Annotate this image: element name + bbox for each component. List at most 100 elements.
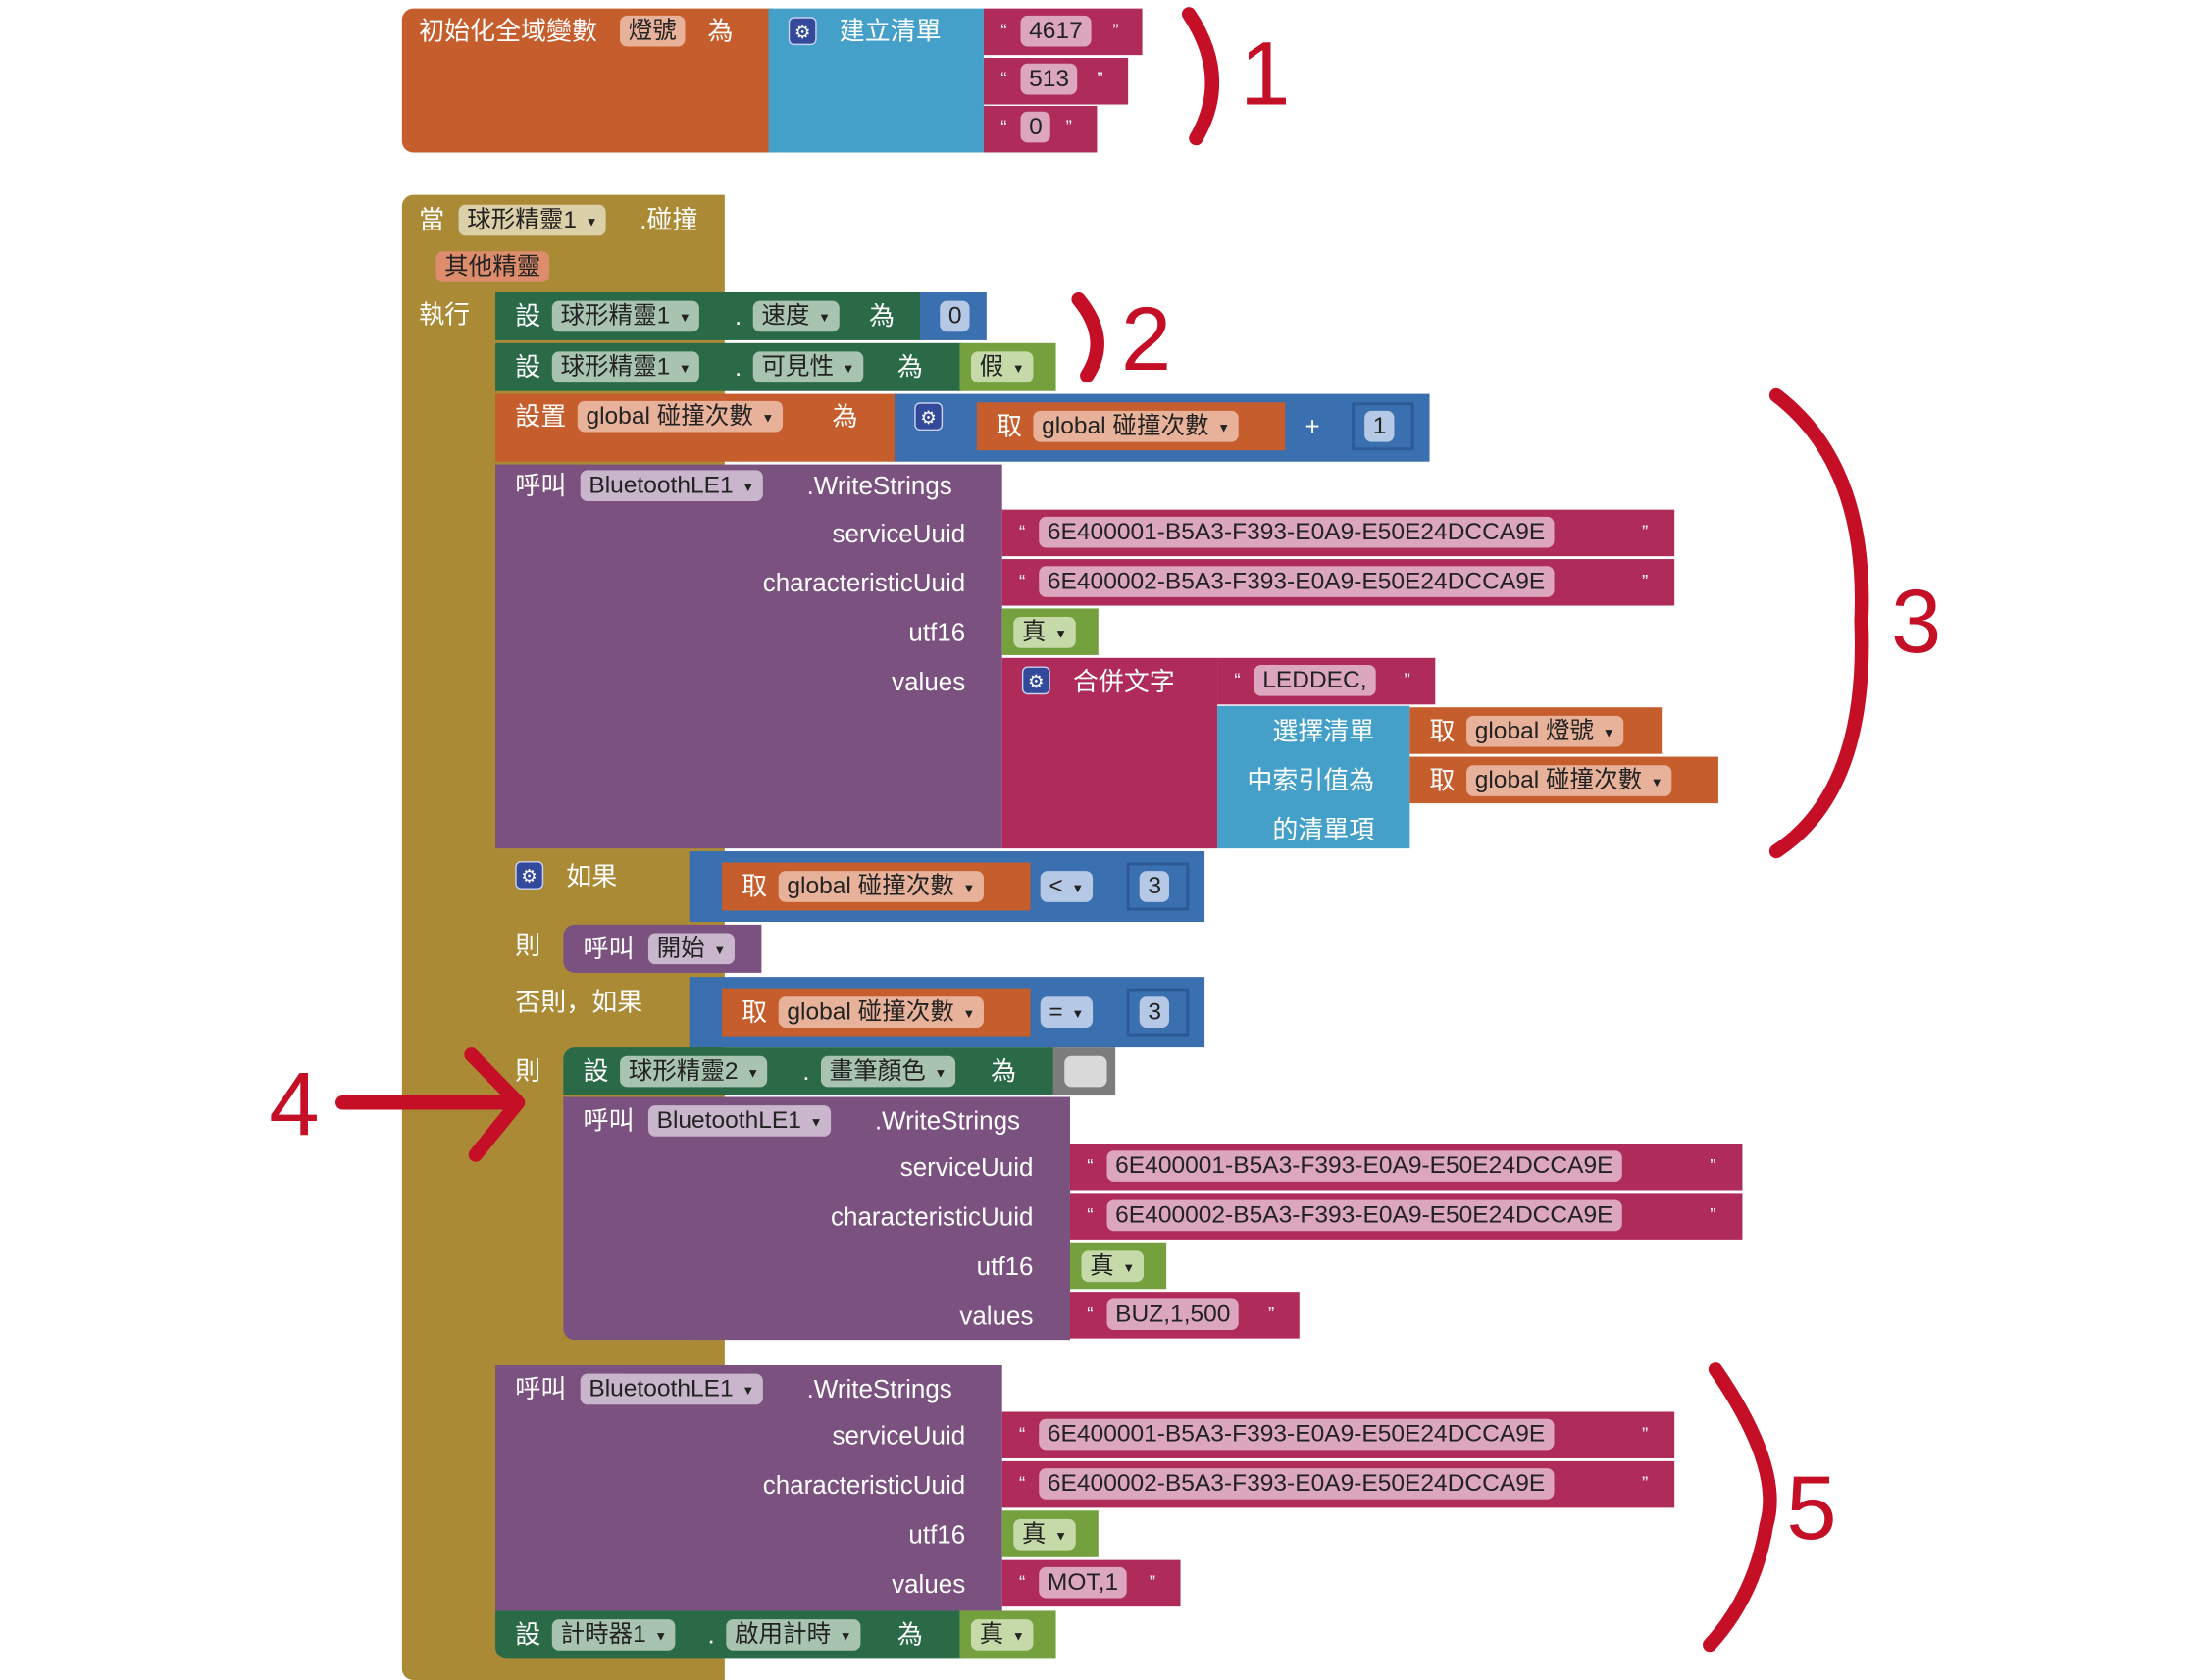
variable-dropdown[interactable]: global 碰撞次數▼ <box>778 871 984 902</box>
dot: . <box>802 1057 810 1086</box>
component-dropdown[interactable]: 球形精靈1▼ <box>551 351 700 383</box>
text-field[interactable]: 6E400001-B5A3-F393-E0A9-E50E24DCCA9E <box>1039 516 1554 548</box>
do-label: 執行 <box>419 300 471 330</box>
as-label: 為 <box>707 17 734 46</box>
utf16-label: utf16 <box>976 1251 1034 1281</box>
quote-close-icon: ” <box>1268 1302 1275 1325</box>
component-dropdown[interactable]: BluetoothLE1▼ <box>647 1105 832 1137</box>
bracket-2 <box>1071 291 1104 383</box>
service-uuid-label: serviceUuid <box>832 1421 966 1451</box>
select-list-item-block[interactable] <box>1217 705 1410 849</box>
component-dropdown[interactable]: 球形精靈1▼ <box>551 300 700 332</box>
set-label: 設 <box>515 302 541 331</box>
text-field[interactable]: LEDDEC, <box>1254 665 1376 696</box>
annotation-5: 5 <box>1786 1456 1837 1559</box>
dropdown-arrow-icon: ▼ <box>746 1065 760 1080</box>
text-field[interactable]: 6E400001-B5A3-F393-E0A9-E50E24DCCA9E <box>1039 1418 1554 1451</box>
dropdown-arrow-icon: ▼ <box>1071 880 1085 894</box>
variable-dropdown[interactable]: global 燈號▼ <box>1466 715 1624 747</box>
init-global-block[interactable] <box>401 8 773 153</box>
call-label: 呼叫 <box>515 1375 567 1403</box>
text-field[interactable]: 4617 <box>1020 15 1092 47</box>
component-dropdown[interactable]: BluetoothLE1▼ <box>580 470 763 502</box>
variable-dropdown[interactable]: global 碰撞次數▼ <box>778 996 984 1028</box>
get-label: 取 <box>1429 766 1456 795</box>
dropdown-arrow-icon: ▼ <box>761 410 775 425</box>
number-field[interactable]: 1 <box>1364 410 1396 442</box>
component-dropdown[interactable]: BluetoothLE1▼ <box>580 1373 763 1405</box>
operator-dropdown[interactable]: =▼ <box>1040 996 1093 1028</box>
gear-icon[interactable]: ⚙ <box>1021 666 1050 695</box>
dropdown-arrow-icon: ▼ <box>818 309 831 325</box>
text-field[interactable]: BUZ,1,500 <box>1106 1298 1240 1331</box>
quote-open-icon: “ <box>1019 570 1026 592</box>
quote-close-icon: ” <box>1641 570 1649 592</box>
boolean-dropdown[interactable]: 真▼ <box>1013 1518 1076 1551</box>
text-field[interactable]: 6E400002-B5A3-F393-E0A9-E50E24DCCA9E <box>1106 1199 1622 1232</box>
dropdown-arrow-icon: ▼ <box>585 214 598 229</box>
text-field[interactable]: 513 <box>1020 63 1078 95</box>
bracket-1 <box>1181 7 1219 146</box>
method-name: .WriteStrings <box>806 1375 952 1403</box>
call-label: 呼叫 <box>583 934 635 963</box>
dropdown-arrow-icon: ▼ <box>678 360 691 376</box>
component-dropdown[interactable]: 球形精靈1▼ <box>458 204 607 236</box>
dot: . <box>707 1620 715 1650</box>
dropdown-arrow-icon: ▼ <box>742 479 755 494</box>
quote-open-icon: “ <box>1000 68 1007 89</box>
procedure-dropdown[interactable]: 開始▼ <box>647 933 735 965</box>
text-field[interactable]: 6E400002-B5A3-F393-E0A9-E50E24DCCA9E <box>1039 566 1554 597</box>
variable-dropdown[interactable]: global 碰撞次數▼ <box>1466 765 1672 796</box>
variable-dropdown[interactable]: global 碰撞次數▼ <box>1033 410 1239 442</box>
get-label: 取 <box>996 412 1022 441</box>
dropdown-arrow-icon: ▼ <box>654 1628 668 1643</box>
component-dropdown[interactable]: 計時器1▼ <box>551 1619 676 1651</box>
quote-open-icon: “ <box>1019 1423 1026 1445</box>
values-label: values <box>959 1301 1034 1331</box>
quote-open-icon: “ <box>1087 1302 1094 1325</box>
text-field[interactable]: 0 <box>1020 111 1051 143</box>
boolean-dropdown[interactable]: 真▼ <box>970 1619 1034 1651</box>
variable-dropdown[interactable]: global 碰撞次數▼ <box>577 400 784 433</box>
service-uuid-label: serviceUuid <box>832 519 966 548</box>
dropdown-arrow-icon: ▼ <box>678 309 691 325</box>
color-swatch[interactable] <box>1064 1055 1107 1088</box>
list-item-label: 的清單項 <box>1272 816 1375 844</box>
write-strings-block-2[interactable] <box>563 1096 1070 1341</box>
quote-close-icon: ” <box>1149 1571 1156 1593</box>
property-dropdown[interactable]: 速度▼ <box>752 300 840 332</box>
param-other-sprite[interactable]: 其他精靈 <box>435 251 549 282</box>
write-strings-block-3[interactable] <box>495 1364 1002 1611</box>
boolean-dropdown[interactable]: 真▼ <box>1081 1250 1144 1283</box>
as-label: 為 <box>869 302 896 331</box>
quote-open-icon: “ <box>1019 1472 1026 1494</box>
gear-icon[interactable]: ⚙ <box>914 402 944 432</box>
number-field[interactable]: 0 <box>940 300 971 332</box>
operator-dropdown[interactable]: <▼ <box>1040 871 1093 902</box>
property-dropdown[interactable]: 啟用計時▼ <box>726 1619 861 1651</box>
property-dropdown[interactable]: 畫筆顏色▼ <box>820 1055 955 1088</box>
method-name: .WriteStrings <box>874 1106 1021 1136</box>
number-block[interactable] <box>1352 402 1414 451</box>
var-name-field[interactable]: 燈號 <box>620 15 686 47</box>
quote-open-icon: “ <box>1000 20 1007 41</box>
gear-icon[interactable]: ⚙ <box>515 861 544 890</box>
then-label: 則 <box>515 932 541 960</box>
annotation-4: 4 <box>269 1052 320 1155</box>
number-field[interactable]: 3 <box>1139 871 1170 902</box>
number-field[interactable]: 3 <box>1139 996 1170 1028</box>
text-field[interactable]: 6E400002-B5A3-F393-E0A9-E50E24DCCA9E <box>1039 1468 1554 1500</box>
method-name: .WriteStrings <box>806 471 952 500</box>
dropdown-arrow-icon: ▼ <box>1122 1259 1136 1275</box>
boolean-dropdown[interactable]: 假▼ <box>970 351 1034 383</box>
property-dropdown[interactable]: 可見性▼ <box>752 351 864 383</box>
text-field[interactable]: MOT,1 <box>1039 1566 1127 1599</box>
as-label: 為 <box>896 352 923 382</box>
write-strings-block-1[interactable] <box>495 464 1002 849</box>
component-dropdown[interactable]: 球形精靈2▼ <box>620 1055 768 1088</box>
annotation-2: 2 <box>1120 287 1172 390</box>
quote-open-icon: “ <box>1000 116 1007 137</box>
text-field[interactable]: 6E400001-B5A3-F393-E0A9-E50E24DCCA9E <box>1106 1150 1622 1182</box>
gear-icon[interactable]: ⚙ <box>788 17 817 46</box>
boolean-dropdown[interactable]: 真▼ <box>1013 617 1076 648</box>
